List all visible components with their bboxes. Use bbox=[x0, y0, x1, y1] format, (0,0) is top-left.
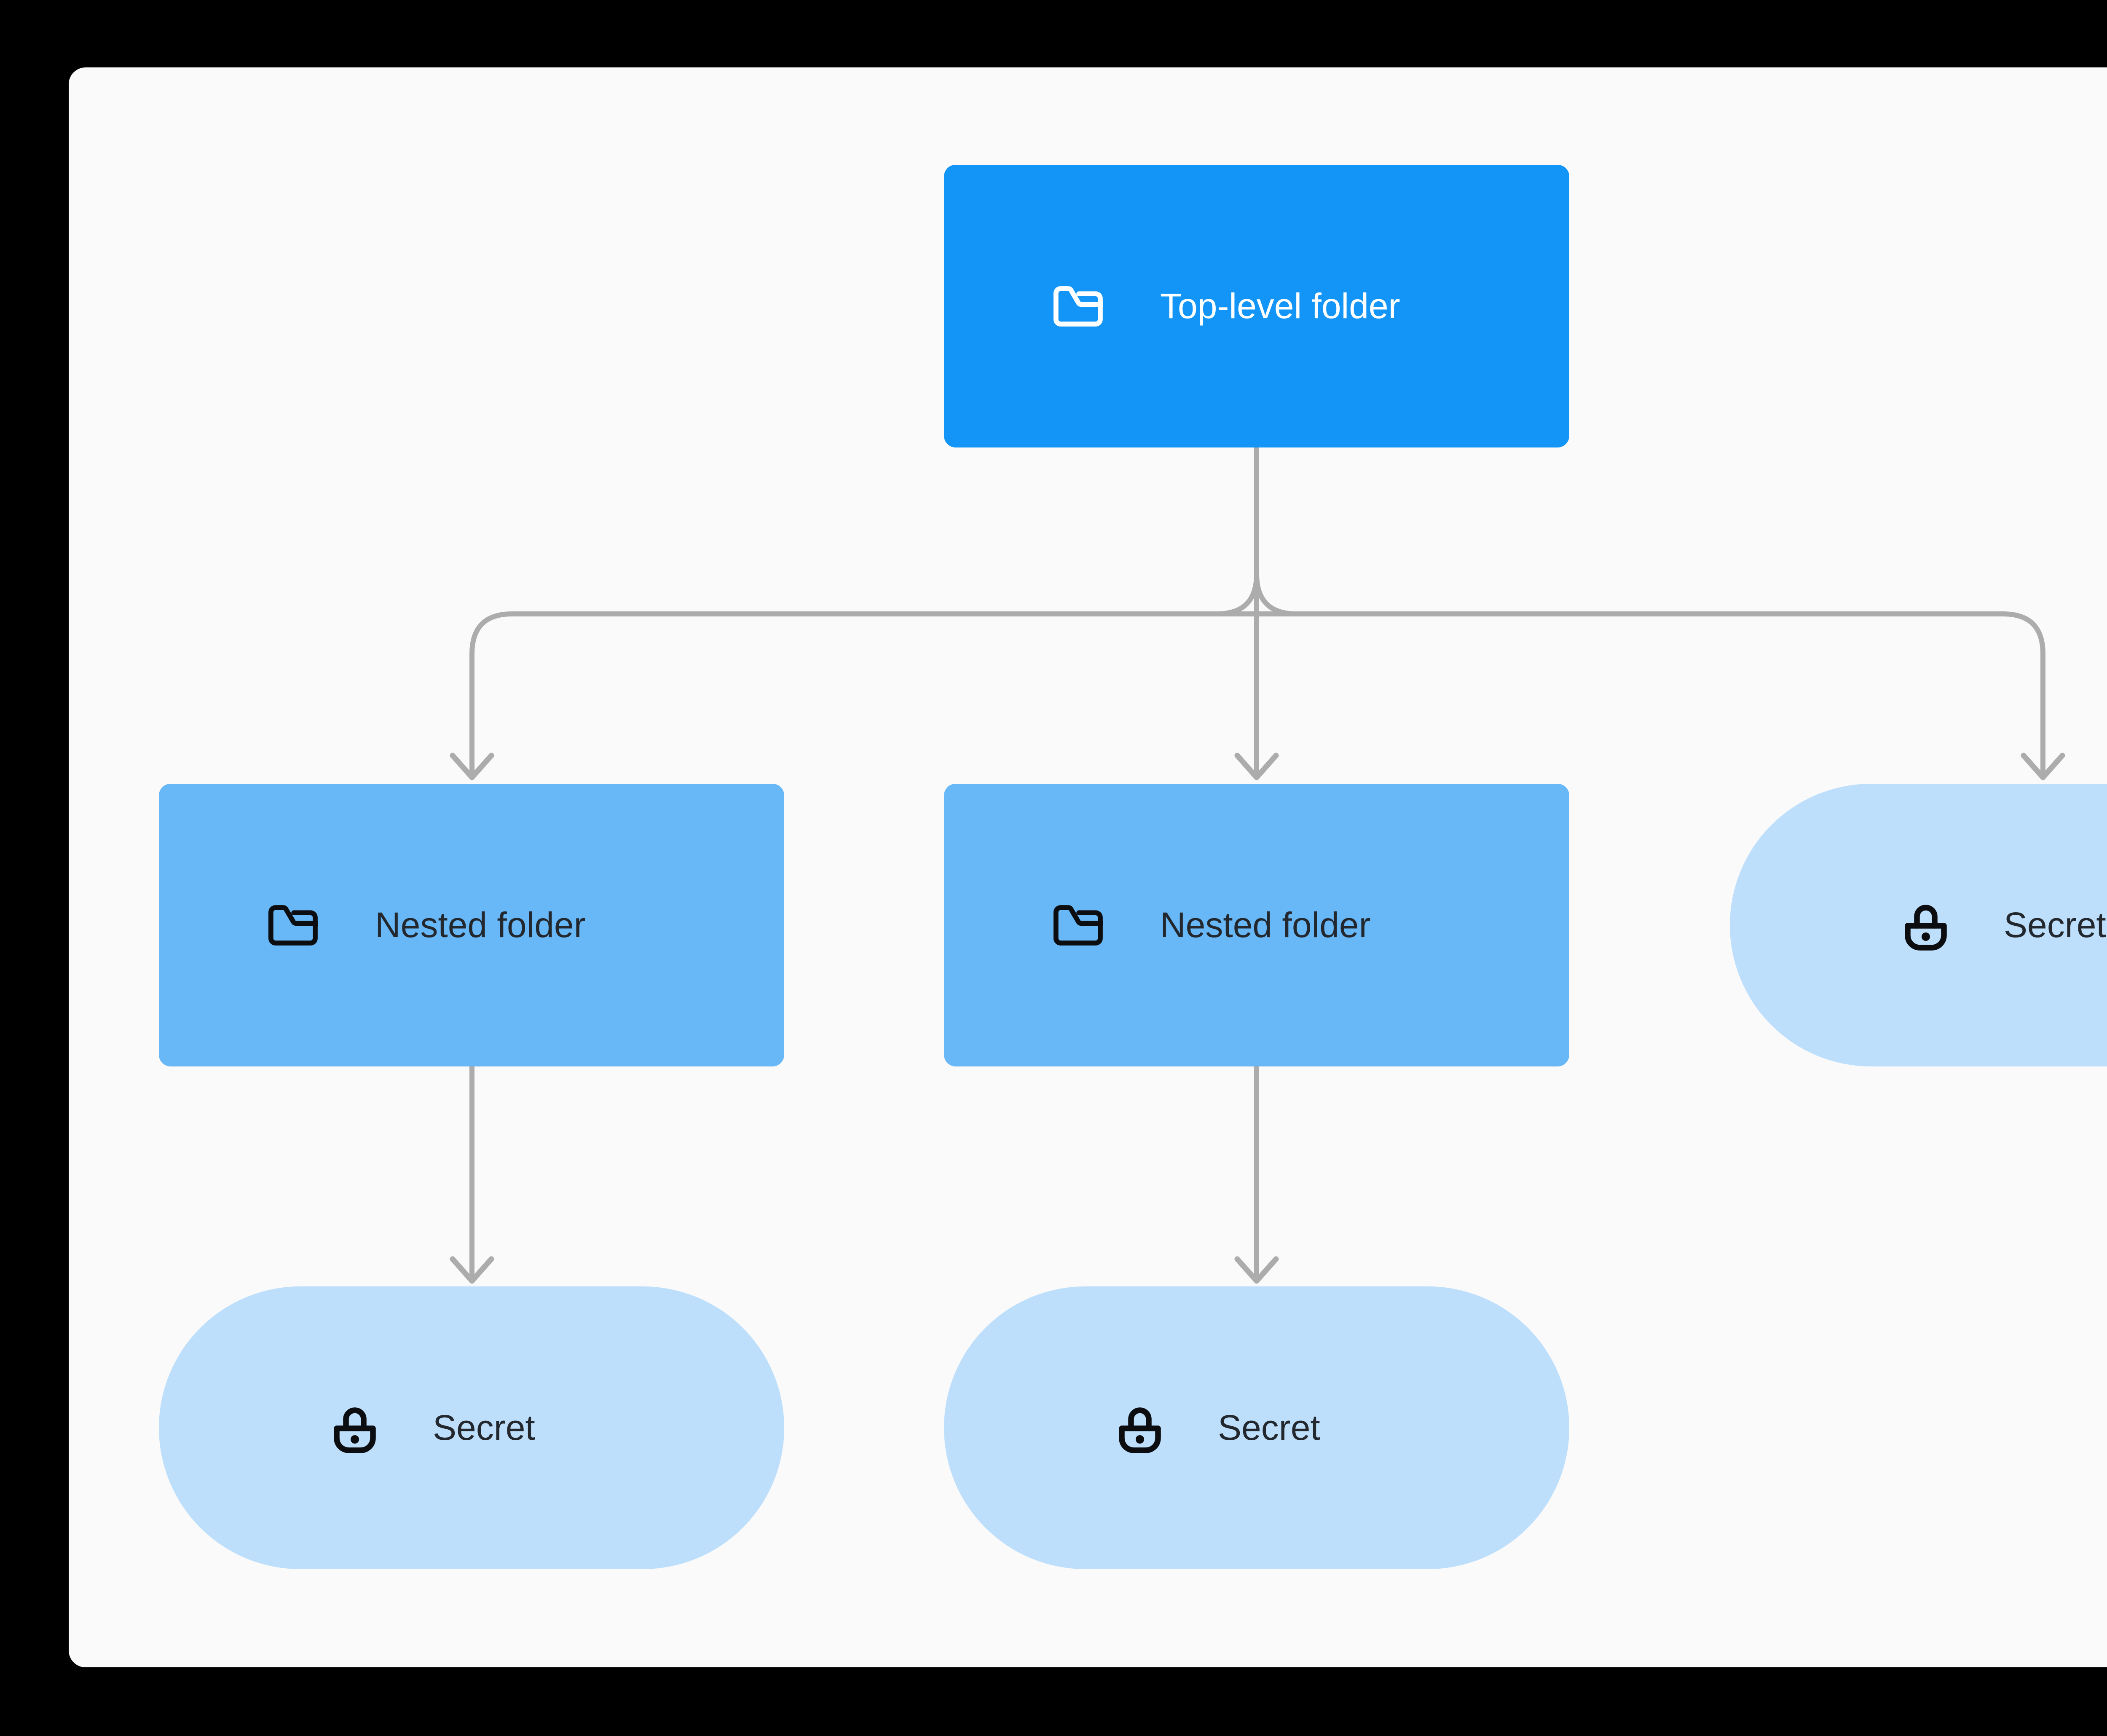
folder-icon bbox=[1054, 286, 1103, 327]
node-label: Secret bbox=[2004, 905, 2106, 945]
lock-icon bbox=[1119, 1402, 1161, 1454]
secret-node-middle: Secret bbox=[944, 1286, 1569, 1569]
node-label: Nested folder bbox=[375, 905, 586, 945]
lock-icon bbox=[1905, 900, 1947, 951]
top-level-folder-node: Top-level folder bbox=[944, 165, 1569, 447]
node-label: Secret bbox=[1218, 1408, 1320, 1447]
secret-node-right: Secret bbox=[1730, 784, 2107, 1066]
lock-icon bbox=[334, 1402, 376, 1454]
node-label: Nested folder bbox=[1160, 905, 1371, 945]
node-label: Secret bbox=[433, 1408, 535, 1447]
folder-icon bbox=[1054, 905, 1103, 946]
folder-icon bbox=[268, 905, 318, 946]
secret-node-left: Secret bbox=[159, 1286, 784, 1569]
nested-folder-node-left: Nested folder bbox=[159, 784, 784, 1066]
node-label: Top-level folder bbox=[1160, 286, 1400, 326]
nested-folder-node-middle: Nested folder bbox=[944, 784, 1569, 1066]
